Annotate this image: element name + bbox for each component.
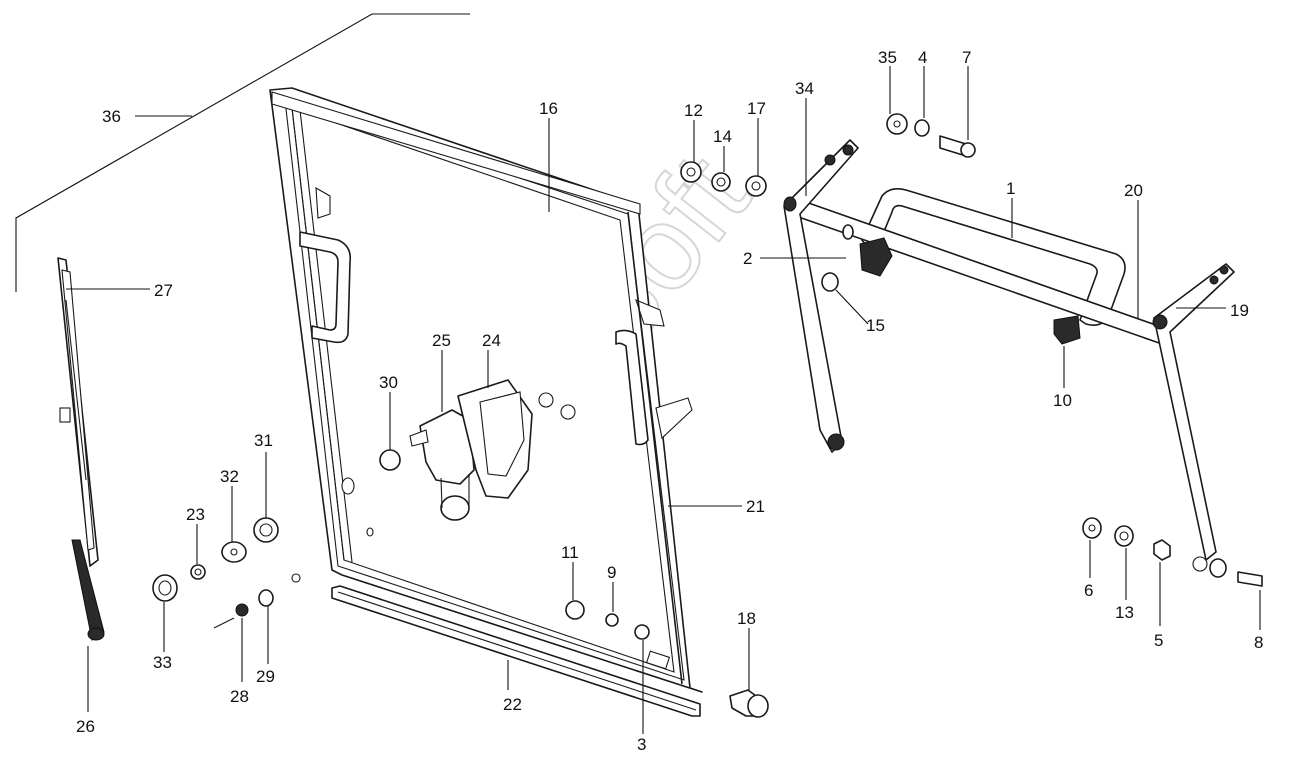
callout-33: 33: [153, 653, 172, 672]
callout-14: 14: [713, 127, 732, 146]
callout-32: 32: [220, 467, 239, 486]
callout-27: 27: [154, 281, 173, 300]
callout-6: 6: [1084, 581, 1093, 600]
callout-3: 3: [637, 735, 646, 754]
assembly-bracket-line: [15, 13, 470, 292]
wiper-arm-26: [59, 407, 105, 641]
callout-19: 19: [1230, 301, 1249, 320]
callout-15: 15: [866, 316, 885, 335]
callout-7: 7: [962, 48, 971, 67]
bolt-8: [1209, 558, 1263, 587]
screw-28: [213, 603, 249, 629]
support-arm-34: [783, 139, 859, 453]
callout-30: 30: [379, 373, 398, 392]
washer-32: [221, 541, 247, 563]
washer-6: [1082, 517, 1102, 539]
callout-12: 12: [684, 101, 703, 120]
lock-washer-17: [745, 175, 767, 197]
callout-labels: 1 2 3 4 5 6 7 8 9 10 11 12 13 14 15 16 1…: [76, 48, 1263, 754]
grommet-11: [565, 600, 585, 620]
spacer-13: [1114, 525, 1134, 547]
side-rail-21: [627, 211, 683, 685]
callout-29: 29: [256, 667, 275, 686]
callout-20: 20: [1124, 181, 1143, 200]
callout-2: 2: [743, 249, 752, 268]
callout-23: 23: [186, 505, 205, 524]
callout-1: 1: [1006, 179, 1015, 198]
cap-nut-33: [152, 574, 178, 602]
washer-4: [914, 119, 930, 137]
callout-16: 16: [539, 99, 558, 118]
nut-23: [190, 564, 206, 580]
nut-5: [1153, 539, 1171, 561]
callout-28: 28: [230, 687, 249, 706]
callout-24: 24: [482, 331, 501, 350]
spacer-29: [258, 573, 301, 607]
callout-13: 13: [1115, 603, 1134, 622]
knob-18: [729, 689, 769, 718]
motor-cover-24: [457, 379, 576, 499]
callout-34: 34: [795, 79, 814, 98]
leader-lines: [66, 66, 1261, 734]
callout-25: 25: [432, 331, 451, 350]
washer-3: [634, 624, 650, 640]
seal-strip-22: [331, 585, 701, 717]
grommet-31: [253, 517, 279, 543]
callout-31: 31: [254, 431, 273, 450]
callout-9: 9: [607, 563, 616, 582]
callout-4: 4: [918, 48, 927, 67]
callout-11: 11: [561, 543, 579, 562]
callout-18: 18: [737, 609, 756, 628]
hinge-10: [1053, 315, 1081, 345]
bushing-14: [711, 172, 731, 192]
wiper-motor-25: [409, 409, 475, 521]
callout-35: 35: [878, 48, 897, 67]
bushing-15: [821, 272, 839, 292]
callout-10: 10: [1053, 391, 1072, 410]
plug-30: [379, 449, 401, 471]
bushing-12: [680, 161, 702, 183]
callout-5: 5: [1154, 631, 1163, 650]
bolt-7: [939, 135, 976, 158]
callout-22: 22: [503, 695, 522, 714]
washer-35: [886, 113, 908, 135]
callout-8: 8: [1254, 633, 1263, 652]
support-arm-19: [1152, 263, 1235, 572]
callout-36: 36: [102, 107, 121, 126]
nut-9: [605, 613, 619, 627]
callout-26: 26: [76, 717, 95, 736]
callout-21: 21: [746, 497, 765, 516]
wiper-blade-27: [57, 257, 99, 567]
callout-17: 17: [747, 99, 766, 118]
hinge-2: [842, 224, 893, 277]
